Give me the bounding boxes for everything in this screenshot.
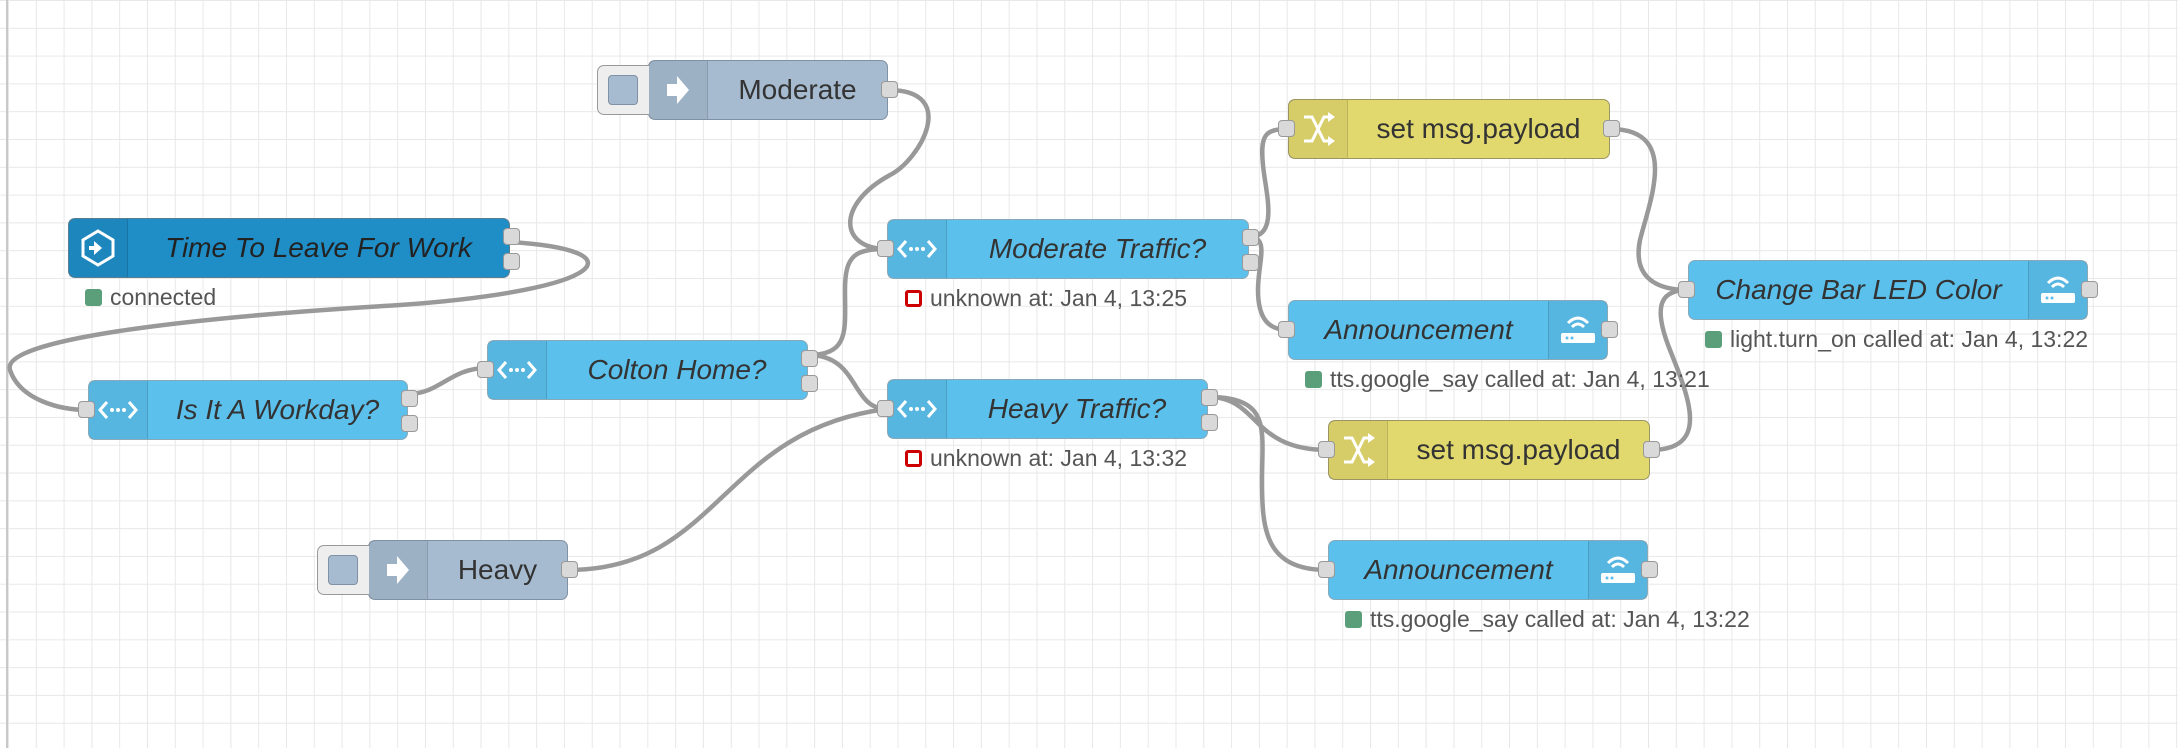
router-icon	[1548, 301, 1607, 359]
node-heavy-inject[interactable]: Heavy	[317, 540, 578, 600]
status-text: tts.google_say called at: Jan 4, 13:22	[1370, 606, 1750, 632]
node-announcement-bottom[interactable]: Announcement	[1318, 540, 1658, 600]
shuffle-icon	[1289, 100, 1348, 158]
wire-set-top-to-led	[1609, 126, 1689, 293]
inject-arrow-icon	[649, 61, 708, 119]
router-icon	[2028, 261, 2087, 319]
node-label: set msg.payload	[1376, 113, 1581, 144]
node-colton-home[interactable]: Colton Home?	[477, 340, 818, 400]
wire-heavy-to-announce-bottom	[1207, 394, 1329, 573]
node-label: Change Bar LED Color	[1715, 274, 2002, 305]
output-port[interactable]	[1603, 120, 1620, 137]
output-port[interactable]	[1643, 441, 1660, 458]
node-label: Is It A Workday?	[175, 394, 380, 425]
status-dot	[1705, 331, 1722, 348]
status-change-bar-led: light.turn_on called at: Jan 4, 13:22	[1705, 326, 2088, 353]
wire-heavy-to-set-bottom	[1207, 394, 1329, 453]
status-dot	[1305, 371, 1322, 388]
events-state-icon	[69, 219, 128, 277]
wire-colton-to-moderate	[807, 246, 888, 358]
inject-trigger-button[interactable]	[317, 545, 369, 595]
output-port-1[interactable]	[503, 228, 520, 245]
input-port[interactable]	[1278, 120, 1295, 137]
input-port[interactable]	[1678, 281, 1695, 298]
output-port-1[interactable]	[401, 390, 418, 407]
output-port[interactable]	[2081, 281, 2098, 298]
wire-leave-to-workday	[7, 239, 591, 413]
status-announcement-bottom: tts.google_say called at: Jan 4, 13:22	[1345, 606, 1750, 633]
switch-icon	[888, 380, 947, 438]
input-port[interactable]	[1318, 441, 1335, 458]
status-dot	[85, 289, 102, 306]
node-heavy-traffic[interactable]: Heavy Traffic?	[877, 379, 1218, 439]
wire-moderate-inject-to-moderate	[848, 87, 931, 252]
switch-icon	[888, 220, 947, 278]
status-moderate-traffic: unknown at: Jan 4, 13:25	[905, 285, 1187, 312]
canvas-left-border	[6, 0, 8, 748]
node-change-bar-led-color[interactable]: Change Bar LED Color	[1678, 260, 2098, 320]
output-port-2[interactable]	[801, 375, 818, 392]
status-text: connected	[110, 284, 217, 310]
status-dot	[905, 290, 922, 307]
input-port[interactable]	[877, 400, 894, 417]
switch-icon	[488, 341, 547, 399]
node-label: set msg.payload	[1416, 434, 1621, 465]
switch-icon	[89, 381, 148, 439]
wire-moderate-to-set-top	[1248, 126, 1289, 240]
output-port-2[interactable]	[1242, 254, 1259, 271]
output-port[interactable]	[1601, 321, 1618, 338]
node-announcement-top[interactable]: Announcement	[1278, 300, 1618, 360]
node-set-msg-payload-top[interactable]: set msg.payload	[1278, 99, 1620, 159]
output-port[interactable]	[881, 81, 898, 98]
node-is-it-a-workday[interactable]: Is It A Workday?	[78, 380, 418, 440]
inject-arrow-icon	[369, 541, 428, 599]
node-label: Moderate Traffic?	[988, 233, 1207, 264]
status-text: unknown at: Jan 4, 13:25	[930, 285, 1188, 311]
output-port[interactable]	[561, 561, 578, 578]
node-label: Heavy Traffic?	[987, 393, 1167, 424]
wire-colton-to-heavy	[807, 352, 888, 412]
input-port[interactable]	[1278, 321, 1295, 338]
inject-button-face	[608, 75, 638, 105]
node-moderate-traffic[interactable]: Moderate Traffic?	[877, 219, 1259, 279]
status-dot	[1345, 611, 1362, 628]
input-port[interactable]	[1318, 561, 1335, 578]
node-label: Announcement	[1324, 314, 1513, 345]
input-port[interactable]	[477, 361, 494, 378]
inject-button-face	[328, 555, 358, 585]
output-port-2[interactable]	[401, 415, 418, 432]
output-port-1[interactable]	[1242, 229, 1259, 246]
output-port-2[interactable]	[503, 253, 520, 270]
node-label: Colton Home?	[587, 354, 767, 385]
node-label: Heavy	[457, 554, 538, 585]
inject-trigger-button[interactable]	[597, 65, 649, 115]
output-port[interactable]	[1641, 561, 1658, 578]
status-dot	[905, 450, 922, 467]
router-icon	[1588, 541, 1647, 599]
wire-heavy-inject-to-heavy	[567, 406, 888, 573]
output-port-1[interactable]	[1201, 389, 1218, 406]
wire-moderate-to-announce-top	[1248, 234, 1289, 333]
shuffle-icon	[1329, 421, 1388, 479]
wire-set-bottom-to-led	[1649, 287, 1693, 453]
node-label: Announcement	[1364, 554, 1553, 585]
node-moderate-inject[interactable]: Moderate	[597, 60, 898, 120]
status-text: tts.google_say called at: Jan 4, 13:21	[1330, 366, 1710, 392]
node-time-to-leave-for-work[interactable]: Time To Leave For Work	[68, 218, 520, 278]
output-port-1[interactable]	[801, 350, 818, 367]
input-port[interactable]	[78, 401, 95, 418]
wire-workday-to-colton	[407, 365, 488, 397]
node-label: Moderate	[738, 74, 857, 105]
node-set-msg-payload-bottom[interactable]: set msg.payload	[1318, 420, 1660, 480]
status-time-to-leave: connected	[85, 284, 216, 311]
status-text: unknown at: Jan 4, 13:32	[930, 445, 1188, 471]
status-text: light.turn_on called at: Jan 4, 13:22	[1730, 326, 2089, 352]
input-port[interactable]	[877, 240, 894, 257]
status-announcement-top: tts.google_say called at: Jan 4, 13:21	[1305, 366, 1710, 393]
node-label: Time To Leave For Work	[165, 232, 472, 263]
status-heavy-traffic: unknown at: Jan 4, 13:32	[905, 445, 1187, 472]
output-port-2[interactable]	[1201, 414, 1218, 431]
